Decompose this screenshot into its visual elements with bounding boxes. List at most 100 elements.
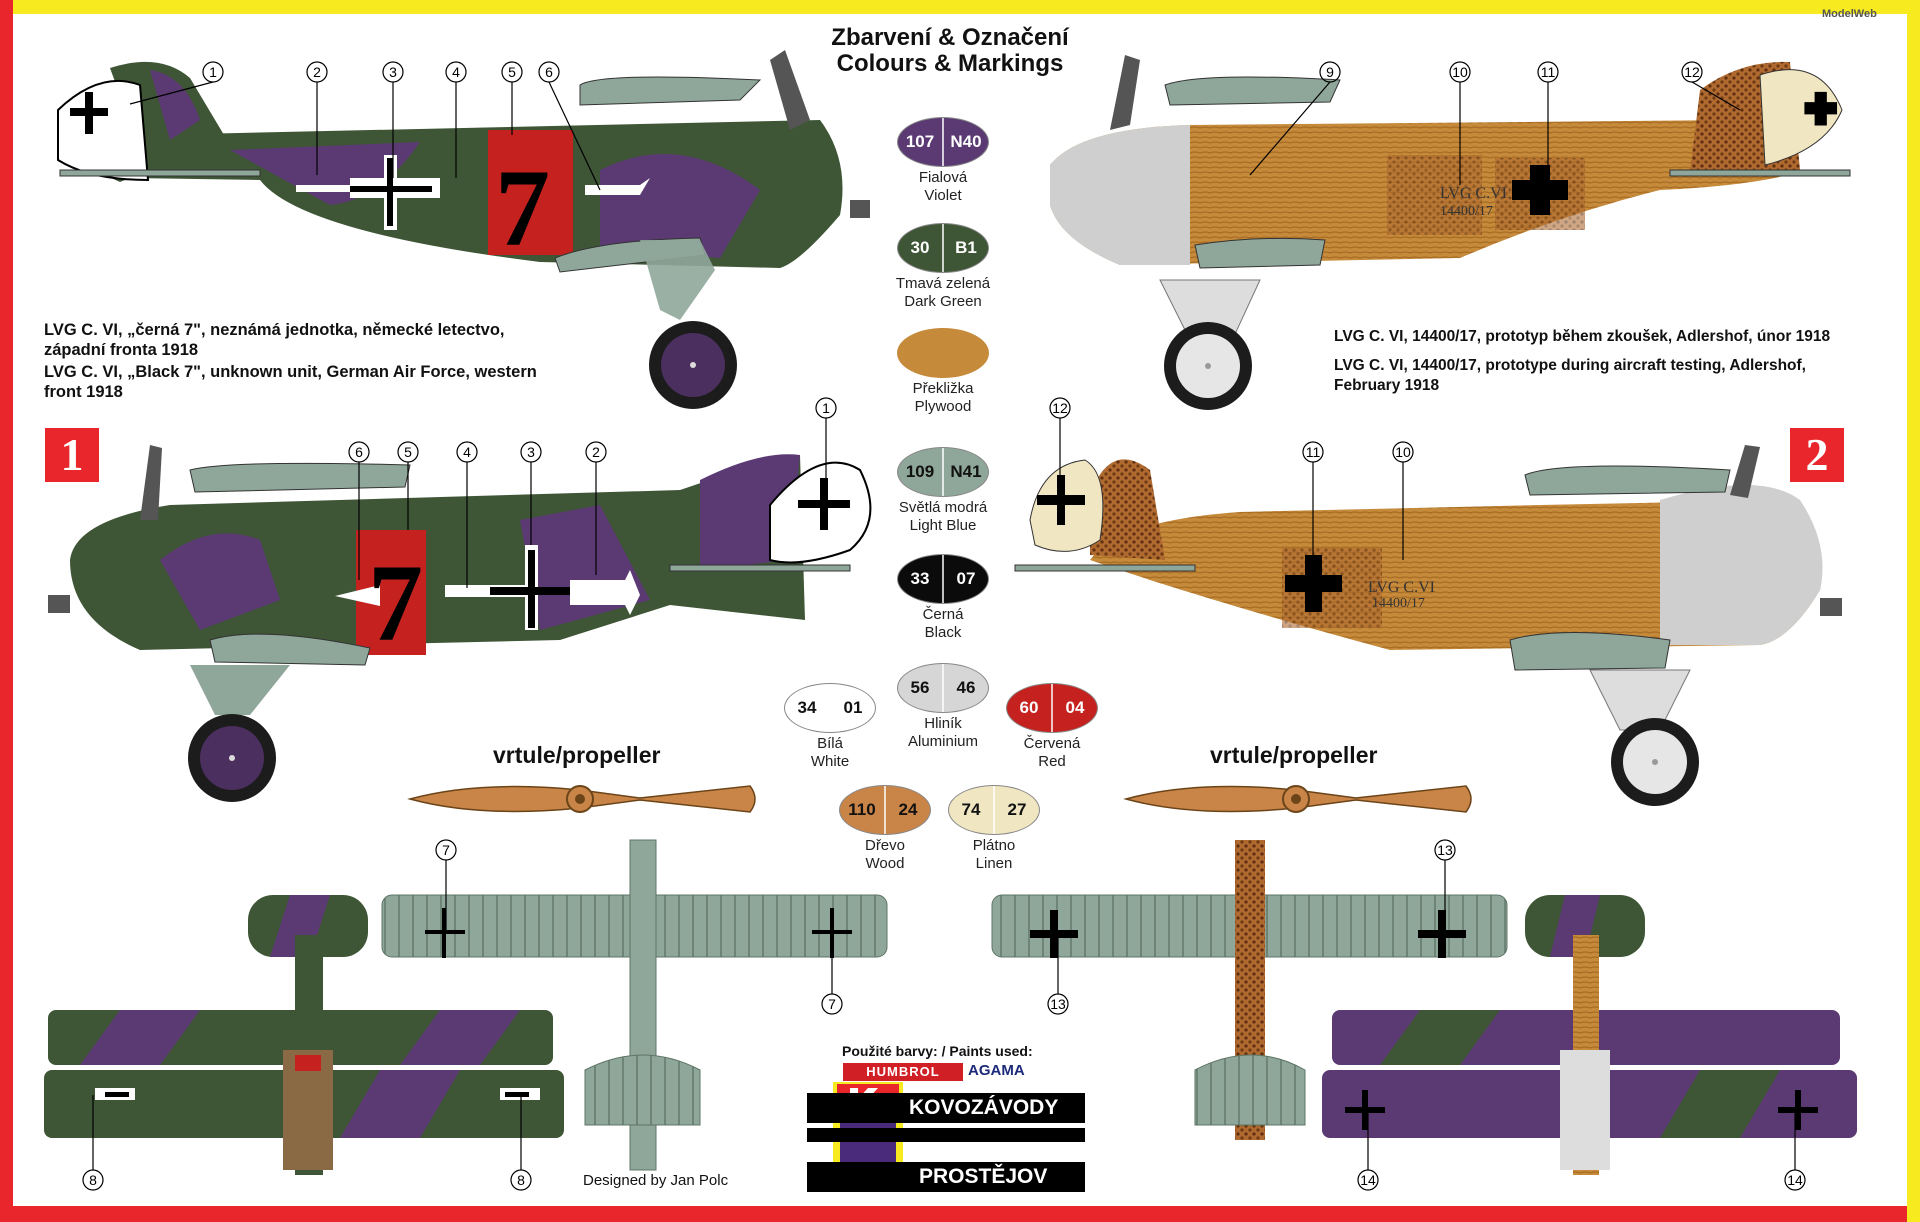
serial-line-2a: 14400/17	[1440, 204, 1493, 219]
caption-aircraft-2-english: LVG C. VI, 14400/17, prototype during ai…	[1334, 356, 1806, 396]
propeller-title-1: vrtule/propeller	[493, 742, 661, 768]
swatch-code-agama: 27	[1007, 800, 1027, 819]
callout-p1-7b: 7	[828, 996, 836, 1012]
callout-p1-8b: 8	[517, 1172, 525, 1188]
designer-credit: Designed by Jan Polc	[583, 1172, 729, 1189]
callout-b2-12: 12	[1052, 400, 1068, 416]
maker-name-line-1: KOVOZÁVODY	[807, 1093, 1085, 1123]
swatch-label-en: Light Blue	[909, 517, 977, 534]
caption-line: LVG C. VI, 14400/17, prototyp během zkou…	[1334, 328, 1831, 345]
aircraft-1-upper-plan	[44, 895, 564, 1175]
swatch-dark-green: 30 B1	[897, 223, 989, 273]
swatch-code-humbrol: 74	[949, 786, 995, 834]
swatch-code-humbrol: 107	[898, 118, 944, 166]
swatch-label-cz: Překližka	[912, 380, 974, 397]
swatch-code-agama: 07	[956, 569, 976, 588]
propeller-2	[1123, 785, 1472, 813]
callout-a2-11: 11	[1541, 64, 1556, 80]
frame-left-border	[0, 0, 13, 1222]
swatch-label-en: Wood	[865, 855, 905, 872]
swatch-code-agama: 04	[1065, 698, 1085, 717]
humbrol-logo: HUMBROL	[843, 1063, 963, 1081]
callout-a2-10: 10	[1452, 64, 1468, 80]
callout-p2-13b: 13	[1050, 996, 1066, 1012]
swatch-code-humbrol: 33	[898, 555, 944, 603]
callout-a2-12: 12	[1684, 64, 1700, 80]
maker-name-line-2: PROSTĚJOV	[807, 1162, 1085, 1192]
swatch-code-agama: B1	[955, 238, 977, 257]
frame-bottom-border	[0, 1206, 1920, 1222]
callout-b1-6: 6	[355, 444, 363, 460]
callout-b1-3: 3	[527, 444, 535, 460]
aircraft-2-side-view-b	[1014, 445, 1842, 806]
callouts: 1 2 3 4 5 6 9 10 11 12 1 2 3 4 5 6 12 11…	[82, 61, 1806, 1191]
swatch-label-cz: Červená	[1023, 735, 1081, 752]
swatch-label-en: Red	[1038, 753, 1066, 770]
swatch-label-cz: Bílá	[817, 735, 843, 752]
swatch-label-en: Violet	[924, 187, 962, 204]
callout-a2-9: 9	[1326, 64, 1334, 80]
serial-line-1b: LVG C.VI	[1368, 579, 1435, 596]
callout-p2-14b: 14	[1787, 1172, 1803, 1188]
aircraft-2-upper-plan	[1322, 895, 1857, 1175]
swatch-code-agama: 46	[956, 678, 976, 697]
callout-p1-8a: 8	[89, 1172, 97, 1188]
caption-line: front 1918	[44, 383, 123, 401]
frame-right-border	[1907, 0, 1920, 1222]
serial-line-2b: 14400/17	[1372, 596, 1425, 611]
aircraft-1-side-view-a	[57, 50, 870, 409]
swatch-label-cz: Plátno	[972, 837, 1016, 854]
swatch-code-humbrol: 30	[898, 224, 944, 272]
propeller-1	[407, 785, 756, 813]
callout-b2-10: 10	[1395, 444, 1411, 460]
fuselage-number-1b: 7	[368, 542, 423, 664]
callout-a1-3: 3	[389, 64, 397, 80]
swatch-label-cz: Hliník	[924, 715, 962, 732]
swatch-linen: 74 27	[948, 785, 1040, 835]
caption-aircraft-1-czech: LVG C. VI, „černá 7", neznámá jednotka, …	[44, 320, 505, 360]
swatch-code-agama: N41	[950, 462, 982, 481]
swatch-code-humbrol: 34	[785, 684, 831, 732]
aircraft-2-lower-plan	[991, 840, 1508, 1140]
sheet-title: Zbarvení & Označení Colours & Markings	[760, 25, 1140, 77]
callout-a1-6: 6	[545, 64, 553, 80]
swatch-wood: 110 24	[839, 785, 931, 835]
agama-logo: AGAMA	[968, 1062, 1025, 1079]
callout-b1-2: 2	[592, 444, 600, 460]
swatch-label-cz: Světlá modrá	[898, 499, 988, 516]
callout-a1-2: 2	[313, 64, 321, 80]
propeller-title-2: vrtule/propeller	[1210, 742, 1378, 768]
callout-p2-14a: 14	[1360, 1172, 1376, 1188]
fuselage-number-1a: 7	[495, 147, 550, 269]
swatch-label-cz: Tmavá zelená	[895, 275, 991, 292]
callout-a1-5: 5	[508, 64, 516, 80]
swatch-code-agama: 24	[898, 800, 918, 819]
frame-top-border	[0, 0, 1920, 14]
callout-p2-13a: 13	[1437, 842, 1453, 858]
title-english: Colours & Markings	[836, 50, 1064, 77]
swatch-code-humbrol: 110	[840, 786, 886, 834]
profile-badge-1: 1	[45, 428, 99, 482]
swatch-code-humbrol: 56	[898, 664, 944, 712]
swatch-label-cz: Dřevo	[864, 837, 905, 854]
swatch-label-cz: Černá	[922, 606, 964, 623]
caption-line: západní fronta 1918	[44, 341, 199, 359]
caption-line: LVG C. VI, „černá 7", neznámá jednotka, …	[44, 321, 505, 339]
swatch-label-en: Plywood	[914, 398, 972, 415]
swatch-label-en: Dark Green	[904, 293, 982, 310]
callout-b2-11: 11	[1306, 444, 1321, 460]
caption-aircraft-1-english: LVG C. VI, „Black 7", unknown unit, Germ…	[44, 362, 537, 402]
